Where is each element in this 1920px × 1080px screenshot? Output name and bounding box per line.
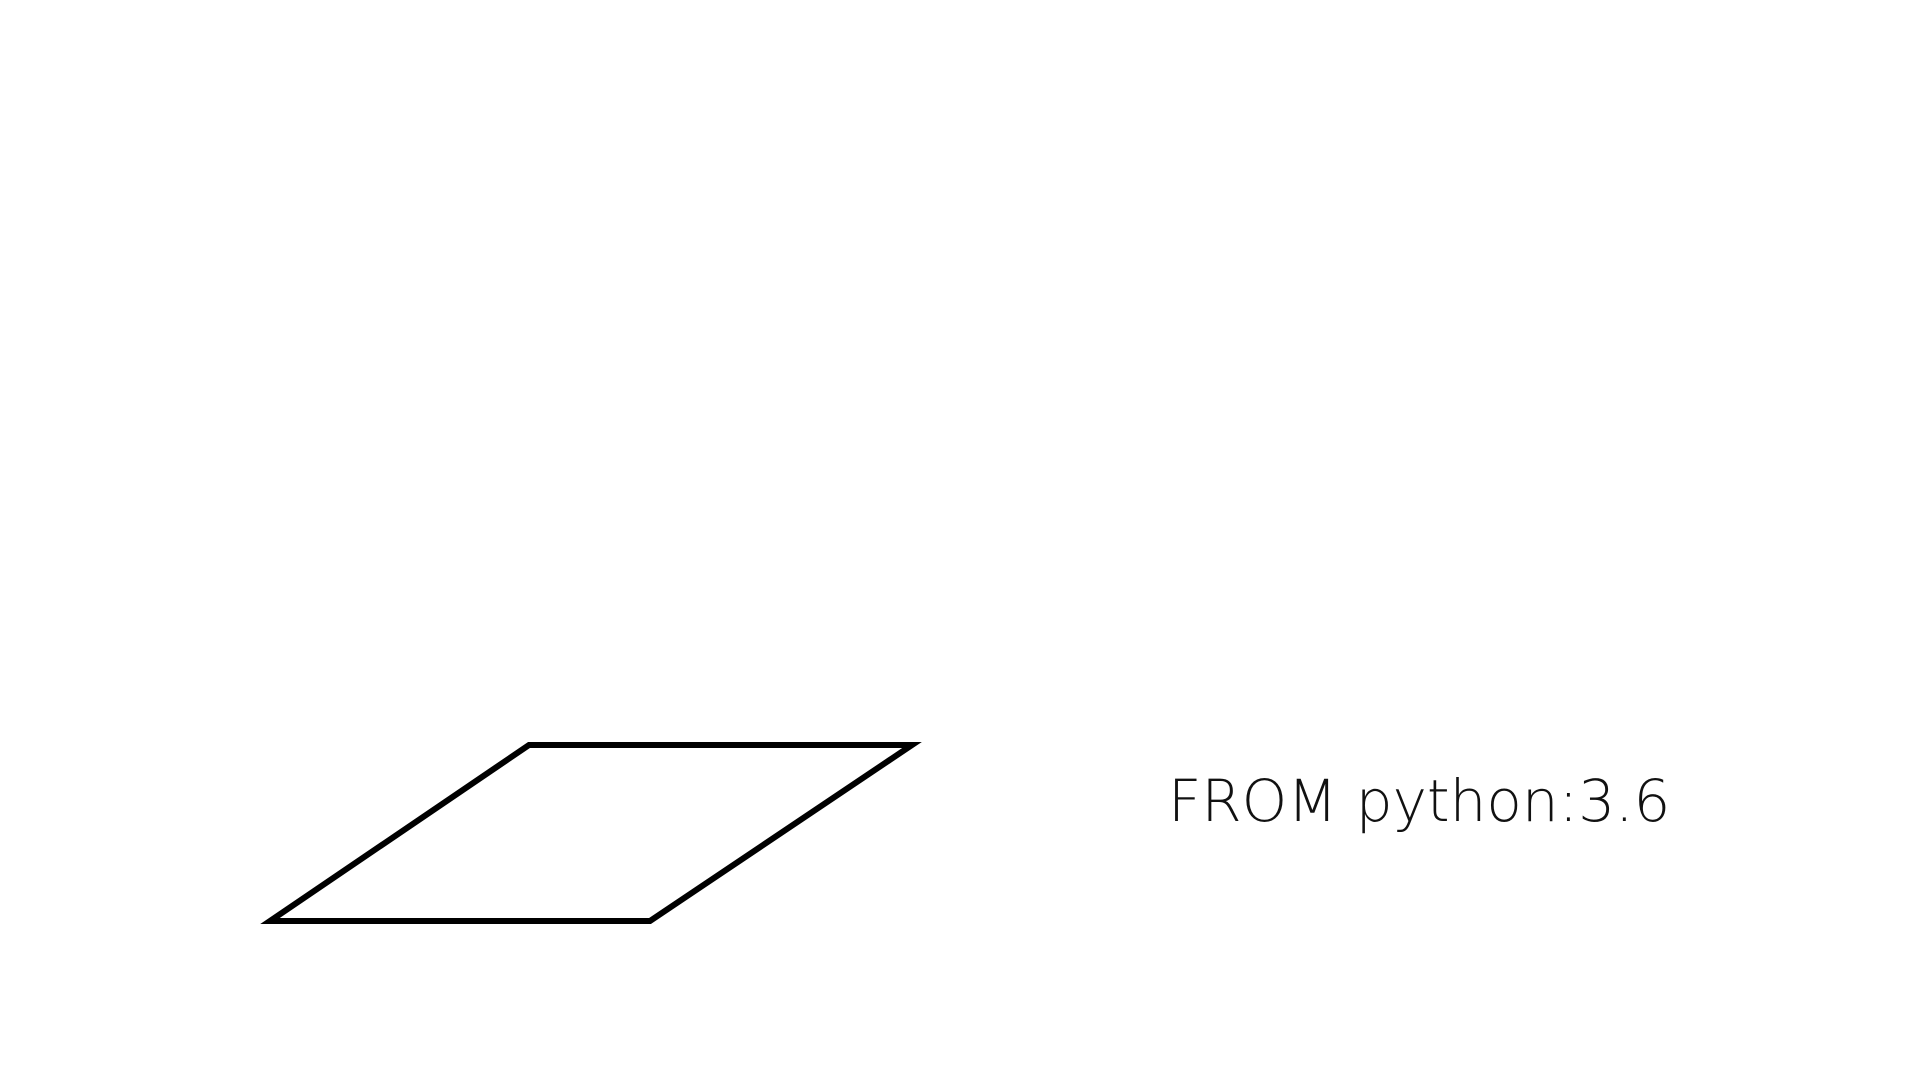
parallelogram-outline (260, 742, 922, 924)
layer-label: FROM python:3.6 (1168, 767, 1671, 835)
